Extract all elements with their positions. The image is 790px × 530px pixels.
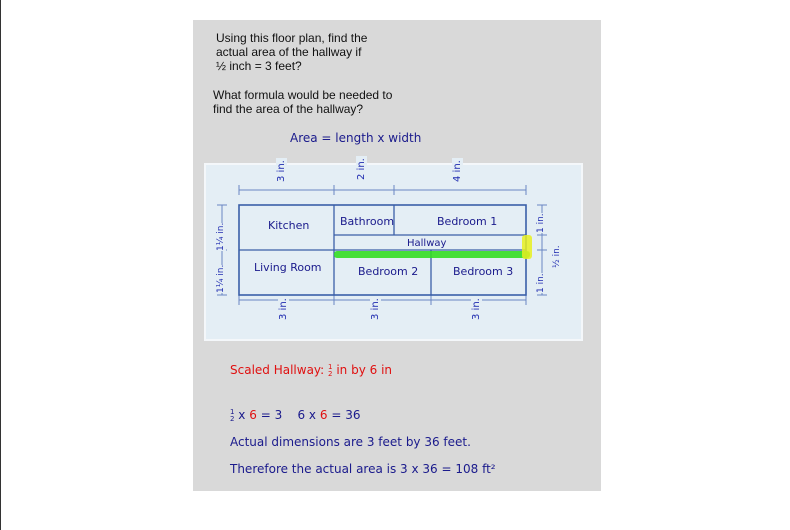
- hallway-highlight: [334, 251, 530, 258]
- actual-dimensions: Actual dimensions are 3 feet by 36 feet.: [230, 435, 471, 449]
- room-bathroom: Bathroom: [340, 215, 395, 228]
- page-left-border: [0, 0, 1, 530]
- dim-bottom-2: 3 in.: [370, 296, 381, 322]
- eq-six-x: 6 x: [297, 408, 317, 422]
- question-line-2: actual area of the hallway if: [216, 45, 362, 59]
- floor-plan-drawing: [217, 185, 547, 305]
- room-kitchen: Kitchen: [268, 219, 310, 232]
- eq-x: x: [238, 408, 246, 422]
- dim-top-2: 2 in.: [356, 156, 367, 182]
- eq-eq36: = 36: [331, 408, 361, 422]
- dim-bottom-3: 3 in.: [471, 296, 482, 322]
- eq-6a: 6: [249, 408, 257, 422]
- slide: Using this floor plan, find the actual a…: [193, 20, 601, 491]
- hallway-end-highlight: [522, 235, 532, 259]
- eq-6b: 6: [319, 408, 328, 422]
- scaled-label: Scaled Hallway:: [230, 363, 325, 377]
- dim-right-3: ½ in.: [552, 245, 562, 268]
- scaled-rest: in by 6 in: [336, 363, 393, 377]
- dim-right-2: 1 in.: [536, 273, 546, 293]
- dim-top-1: 3 in.: [276, 158, 287, 184]
- room-living-room: Living Room: [254, 261, 322, 274]
- question-line-3: ½ inch = 3 feet?: [216, 59, 302, 73]
- dim-left-2: 1¼ in.: [216, 264, 226, 293]
- dim-bottom-1: 3 in.: [278, 296, 289, 322]
- question-line-5: find the area of the hallway?: [213, 102, 364, 116]
- room-bedroom-2: Bedroom 2: [358, 265, 419, 278]
- question-line-4: What formula would be needed to: [213, 88, 393, 102]
- room-hallway: Hallway: [407, 238, 447, 249]
- floor-plan: 3 in. 2 in. 4 in. 3 in. 3 in. 3 in. 1¼ i…: [204, 156, 583, 341]
- eq-eq3: = 3: [260, 408, 283, 422]
- dim-right-1: 1 in.: [536, 213, 546, 233]
- room-bedroom-3: Bedroom 3: [453, 265, 514, 278]
- dim-top-3: 4 in.: [452, 158, 463, 184]
- room-bedroom-1: Bedroom 1: [437, 215, 498, 228]
- dim-left-1: 1¼ in.: [216, 222, 226, 251]
- question-line-1: Using this floor plan, find the: [216, 31, 368, 45]
- actual-area: Therefore the actual area is 3 x 36 = 10…: [230, 462, 496, 476]
- formula-text: Area = length x width: [290, 131, 422, 145]
